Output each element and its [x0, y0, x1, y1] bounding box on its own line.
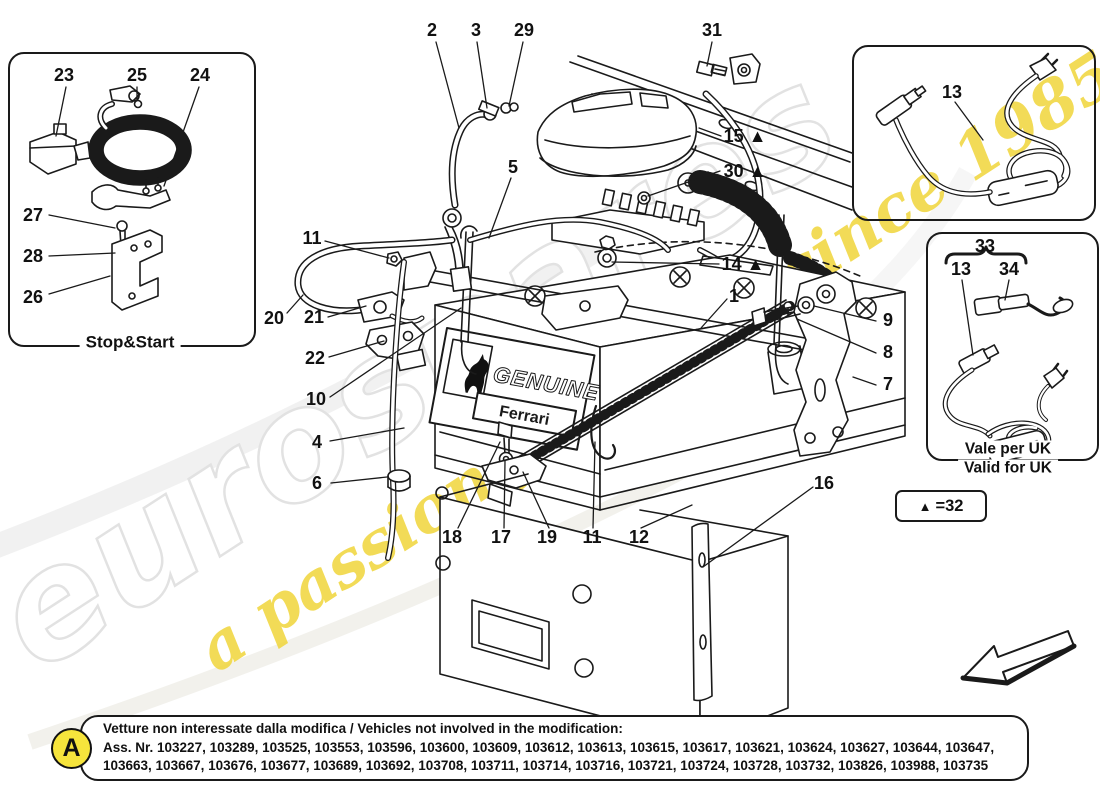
- callout-part-20[interactable]: 20: [263, 308, 285, 328]
- callout-part-21[interactable]: 21: [303, 307, 325, 327]
- callout-part-4[interactable]: 4: [311, 432, 323, 452]
- callout-part-27[interactable]: 27: [22, 205, 44, 225]
- uk-kit-art: [942, 245, 1074, 464]
- bolt-31: [695, 53, 761, 85]
- callout-part-12[interactable]: 12: [628, 527, 650, 547]
- callout-part-22[interactable]: 22: [304, 348, 326, 368]
- positive-cable: [442, 100, 671, 292]
- rod-and-grommet: [385, 259, 411, 561]
- charger-art: [875, 52, 1071, 207]
- callout-part-29[interactable]: 29: [513, 20, 535, 40]
- callout-part-26[interactable]: 26: [22, 287, 44, 307]
- callout-part-18[interactable]: 18: [441, 527, 463, 547]
- note-badge-a: A: [51, 728, 92, 769]
- triangle-legend: ▲ =32: [895, 490, 987, 522]
- battery-brand-label: GENUINE Ferrari: [428, 327, 602, 451]
- battery-cover: [536, 88, 698, 178]
- inset-charger-box: [852, 45, 1096, 221]
- callout-part-31[interactable]: 31: [701, 20, 723, 40]
- callout-part-24[interactable]: 24: [189, 65, 211, 85]
- battery-tray: [435, 473, 789, 743]
- callout-part-13-charger[interactable]: 13: [941, 82, 963, 102]
- stop-start-caption: Stop&Start: [79, 333, 181, 353]
- callout-part-19[interactable]: 19: [536, 527, 558, 547]
- callout-part-14[interactable]: 14 ▲: [721, 254, 765, 274]
- uk-caption-italian: Vale per UK: [958, 440, 1058, 458]
- callout-part-11[interactable]: 11: [302, 228, 322, 248]
- callout-part-3[interactable]: 3: [470, 20, 482, 40]
- callout-part-25[interactable]: 25: [126, 65, 148, 85]
- stop-start-art: [29, 85, 192, 311]
- callout-part-34[interactable]: 34: [998, 259, 1020, 279]
- note-banner: Vetture non interessate dalla modifica /…: [80, 715, 1029, 781]
- callout-part-11b[interactable]: 11: [582, 527, 602, 547]
- callout-part-17[interactable]: 17: [490, 527, 512, 547]
- banner-line-1: Vetture non interessate dalla modifica /…: [103, 721, 623, 736]
- callout-part-23[interactable]: 23: [53, 65, 75, 85]
- callout-part-13-uk[interactable]: 13: [950, 259, 972, 279]
- callout-part-15[interactable]: 15 ▲: [723, 126, 767, 146]
- triangle-legend-text: =32: [935, 496, 964, 515]
- leader-lines: [48, 41, 1010, 568]
- banner-line-2: Ass. Nr. 103227, 103289, 103525, 103553,…: [103, 739, 995, 755]
- uk-caption-english: Valid for UK: [958, 459, 1058, 477]
- callout-part-9[interactable]: 9: [882, 310, 894, 330]
- callout-part-28[interactable]: 28: [22, 246, 44, 266]
- direction-arrow: [960, 630, 1077, 686]
- callout-part-30[interactable]: 30 ▲: [723, 161, 767, 181]
- callout-part-6[interactable]: 6: [311, 473, 323, 493]
- callout-part-2[interactable]: 2: [426, 20, 438, 40]
- callout-part-10[interactable]: 10: [305, 389, 327, 409]
- triangle-icon: ▲: [918, 498, 932, 514]
- callout-part-5[interactable]: 5: [507, 157, 519, 177]
- callout-part-33[interactable]: 33: [974, 236, 996, 256]
- prancing-horse-icon: [464, 353, 489, 396]
- callout-part-8[interactable]: 8: [882, 342, 894, 362]
- callout-part-1[interactable]: 1: [728, 286, 740, 306]
- support-bracket: [751, 271, 857, 457]
- banner-line-3: 103663, 103667, 103676, 103677, 103689, …: [103, 758, 989, 773]
- clamp-bolt-cluster: [481, 421, 547, 507]
- callout-part-7[interactable]: 7: [882, 374, 894, 394]
- callout-part-16[interactable]: 16: [813, 473, 835, 493]
